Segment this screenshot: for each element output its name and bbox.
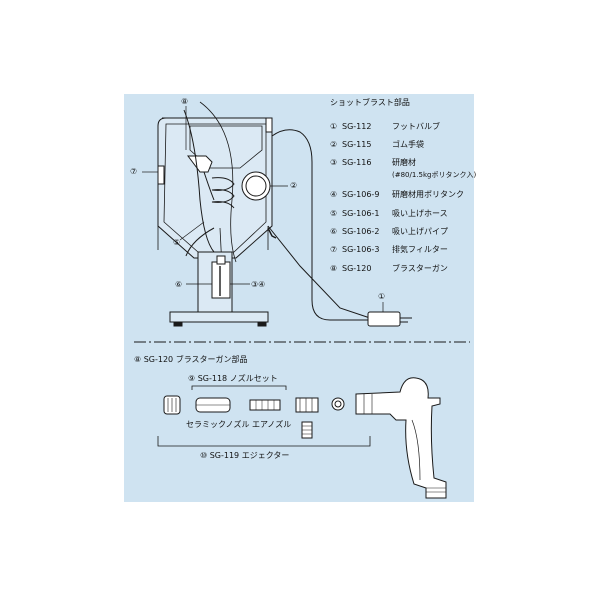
parts-name-1: フットバルブ xyxy=(392,122,440,131)
parts-name-3: 研磨材 xyxy=(392,158,416,167)
glove-port xyxy=(241,171,271,201)
parts-code-4: SG-106-9 xyxy=(342,190,380,199)
parts-code-5: SG-106-1 xyxy=(342,209,380,218)
callout-8: ⑧ xyxy=(181,97,189,106)
air-nozzle-label: エアノズル xyxy=(252,420,292,429)
ejector-fitting xyxy=(301,421,313,439)
ceramic-nozzle xyxy=(195,397,231,413)
parts-name-7: 排気フィルター xyxy=(392,245,448,254)
parts-num-6: ⑥ xyxy=(330,227,338,236)
parts-name-8: ブラスターガン xyxy=(392,264,448,273)
foot-valve xyxy=(367,311,412,327)
blaster-gun-in-cabinet xyxy=(187,155,215,201)
parts-code-8: SG-120 xyxy=(342,264,372,273)
callout-2: ② xyxy=(290,181,298,190)
parts-name-6: 吸い上げパイプ xyxy=(392,227,448,236)
ceramic-nozzle-label: セラミックノズル xyxy=(186,420,250,429)
ejector-label: ⑩ SG-119 エジェクター xyxy=(200,451,290,460)
ejector-body xyxy=(295,397,319,413)
parts-note-3: (#80/1.5kgポリタンク入) xyxy=(392,171,477,179)
parts-name-5: 吸い上げホース xyxy=(392,209,448,218)
cabinet xyxy=(157,117,273,259)
callout-1: ① xyxy=(378,292,386,301)
parts-num-1: ① xyxy=(330,122,338,131)
blaster-gun-parts-heading: ⑧ SG-120 ブラスターガン部品 xyxy=(134,355,248,364)
nozzle-set-label: ⑨ SG-118 ノズルセット xyxy=(188,374,278,383)
parts-code-2: SG-115 xyxy=(342,140,372,149)
nozzle-nut xyxy=(163,395,181,415)
air-nozzle xyxy=(249,399,281,411)
parts-code-7: SG-106-3 xyxy=(342,245,380,254)
callout-5: ⑤ xyxy=(173,238,181,247)
callout-3-4: ③④ xyxy=(251,280,266,289)
parts-code-3: SG-116 xyxy=(342,158,372,167)
suction-hose xyxy=(185,227,215,257)
callout-6: ⑥ xyxy=(175,280,183,289)
parts-num-7: ⑦ xyxy=(330,245,338,254)
exhaust-filter xyxy=(157,165,165,185)
parts-name-2: ゴム手袋 xyxy=(392,140,424,149)
parts-code-1: SG-112 xyxy=(342,122,372,131)
parts-code-6: SG-106-2 xyxy=(342,227,380,236)
blaster-gun xyxy=(355,377,447,499)
parts-num-3: ③ xyxy=(330,158,338,167)
callout-7: ⑦ xyxy=(130,167,138,176)
parts-num-5: ⑤ xyxy=(330,209,338,218)
parts-name-4: 研磨材用ポリタンク xyxy=(392,190,464,199)
parts-num-2: ② xyxy=(330,140,338,149)
parts-num-8: ⑧ xyxy=(330,264,338,273)
parts-num-4: ④ xyxy=(330,190,338,199)
gun-hose xyxy=(183,109,215,253)
o-ring xyxy=(331,397,345,411)
abrasive-tank xyxy=(211,255,231,299)
air-hose xyxy=(271,129,372,321)
parts-heading: ショットブラスト部品 xyxy=(330,98,410,107)
